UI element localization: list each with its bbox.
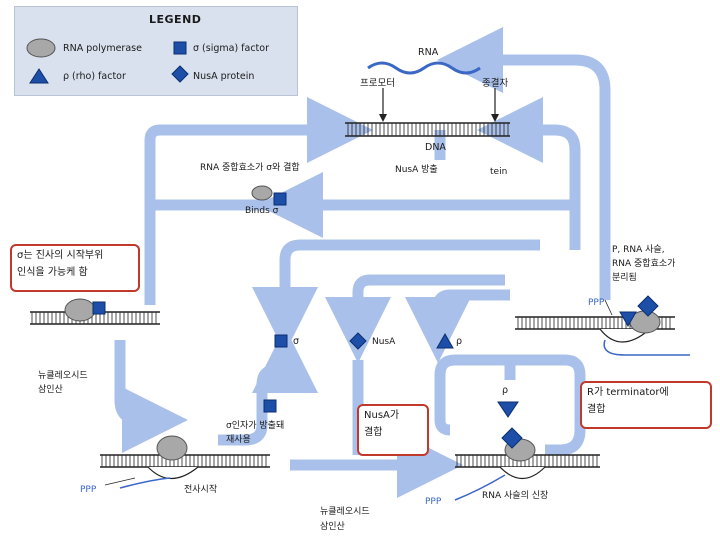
arrow-rna-return [437, 27, 611, 300]
callout-sigma-recognition-line1: σ는 진사의 시작부위 [17, 250, 104, 261]
arrow-left-down [114, 340, 188, 453]
nusa-bottom-right [501, 427, 523, 449]
arrow-right-loop [434, 354, 586, 456]
legend-title: LEGEND [149, 13, 202, 26]
arrow-inner-loop [252, 239, 540, 353]
arrow-right-to-top [477, 97, 581, 250]
label-ppp-left: PPP [80, 485, 97, 495]
label-ppp-bottom: PPP [425, 497, 442, 507]
callout-nusa-binding-line1: NusA가 [364, 410, 400, 421]
legend-sigma-factor: σ (sigma) factor [193, 43, 269, 54]
polymerase-left [64, 298, 96, 322]
rho-right-top [619, 311, 637, 328]
sigma-left [92, 301, 106, 315]
arrow-sigma-up [218, 327, 318, 446]
rho-free [436, 332, 454, 349]
label-tein: tein [490, 167, 508, 177]
dna-top [345, 122, 510, 137]
label-nucleotide-left-2: 삼인산 [38, 385, 63, 395]
arrow-top-left-down [144, 97, 373, 305]
polymerase-legend-icon [26, 38, 56, 58]
label-nusa-release: NusA 방출 [395, 165, 438, 175]
dna-bottom-left [100, 454, 270, 489]
legend-rna-polymerase: RNA polymerase [63, 43, 142, 54]
label-ppp-top-right: PPP [588, 298, 605, 308]
label-terminator: 종결자 [482, 78, 509, 89]
label-release-note-1: P, RNA 사슬, [612, 245, 665, 255]
label-release-note-2: RNA 중합효소가 [612, 259, 676, 269]
label-sigma-binding: RNA 중합효소가 σ와 결합 [200, 163, 300, 173]
cycle-arrows [114, 27, 611, 498]
rho-incoming [497, 401, 519, 418]
ppp-pointer-top-right [604, 299, 613, 316]
callout-rho-terminator-line2: 결합 [587, 404, 606, 415]
sigma-release [263, 399, 277, 413]
nusa-legend-icon [171, 65, 189, 83]
label-sigma-symbol: σ [293, 336, 300, 347]
rna-strand [367, 61, 481, 75]
label-transcription-start: 전사시작 [184, 485, 218, 495]
callout-rho-terminator-line1: R가 terminator에 [587, 387, 669, 398]
label-rho-symbol-low: ρ [502, 385, 509, 396]
label-sigma-release-1: σ인자가 방출돼 [226, 421, 285, 431]
polymerase-bottom-left [156, 435, 188, 461]
callout-nusa-binding: NusA가 결합 [357, 404, 429, 456]
sigma-binds [273, 192, 287, 206]
label-rna-elongation: RNA 사슬의 신장 [482, 491, 549, 501]
label-rho-symbol-mid: ρ [456, 336, 463, 347]
label-sigma-release-2: 재사용 [226, 435, 251, 445]
rho-legend-icon [29, 68, 49, 84]
sigma-legend-icon [173, 41, 187, 55]
dna-right-top [515, 316, 690, 356]
sigma-free [274, 334, 288, 348]
legend: LEGEND RNA polymerase σ (sigma) factor ρ… [14, 6, 298, 96]
callout-sigma-recognition: σ는 진사의 시작부위 인식을 가능케 함 [10, 244, 140, 292]
label-nucleotide-bottom-2: 삼인산 [320, 522, 345, 532]
label-dna: DNA [425, 142, 446, 153]
nusa-free [349, 332, 367, 350]
legend-rho-factor: ρ (rho) factor [63, 71, 126, 82]
callout-sigma-recognition-line2: 인식을 가능케 함 [17, 267, 88, 278]
label-binds-sigma: Binds σ [245, 206, 279, 216]
label-nucleotide-bottom-1: 뉴클레오시드 [320, 507, 370, 517]
label-rna: RNA [418, 47, 439, 58]
label-nucleotide-left-1: 뉴클레오시드 [38, 371, 88, 381]
arrow-nusa-loop [325, 274, 505, 363]
polymerase-binds [251, 185, 273, 201]
arrow-rho-loop [405, 289, 510, 363]
ppp-pointer-left [104, 477, 136, 486]
label-promoter: 프로모터 [360, 78, 395, 89]
legend-nusa-protein: NusA protein [193, 71, 255, 82]
callout-nusa-binding-line2: 결합 [364, 427, 383, 438]
callout-rho-terminator: R가 terminator에 결합 [580, 381, 712, 429]
label-nusa-symbol: NusA [372, 337, 396, 347]
label-release-note-3: 분리됨 [612, 273, 637, 283]
nusa-right-top [637, 295, 659, 317]
